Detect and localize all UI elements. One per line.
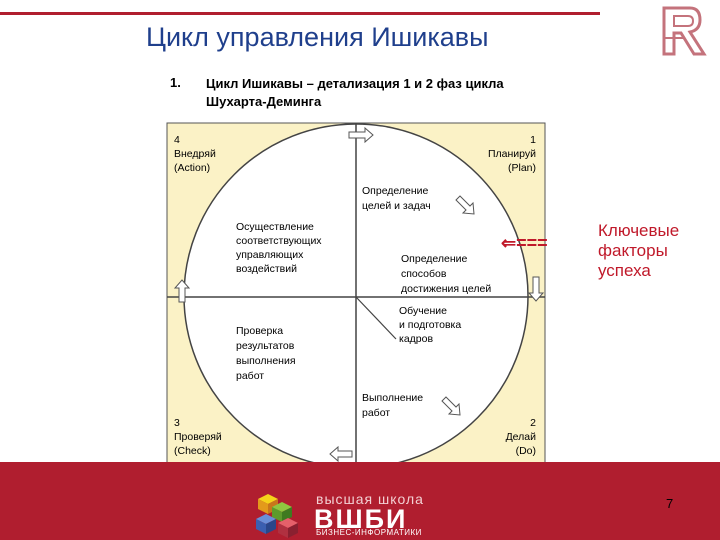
arrow-diagonal-upper-icon xyxy=(455,195,475,215)
university-logo-icon xyxy=(652,2,710,60)
arrow-up-icon xyxy=(173,279,191,303)
arrow-down-icon xyxy=(527,276,545,302)
key-factors-line3: успеха xyxy=(598,261,651,280)
item-number: 1. xyxy=(170,75,181,90)
slide-title: Цикл управления Ишикавы xyxy=(146,22,489,52)
svg-text:соответствующих: соответствующих xyxy=(236,235,322,247)
page-number: 7 xyxy=(666,496,674,511)
item-text-line1: Цикл Ишикавы – детализация 1 и 2 фаз цик… xyxy=(206,76,504,91)
step-training: Обучение и подготовка кадров xyxy=(399,305,461,345)
svg-text:управляющих: управляющих xyxy=(236,249,304,261)
q2-number: 2 xyxy=(530,417,536,429)
svg-text:достижения целей: достижения целей xyxy=(401,283,491,295)
step-execution: Выполнение работ xyxy=(362,392,423,419)
brand-top-text: высшая школа xyxy=(316,491,424,507)
svg-text:выполнения: выполнения xyxy=(236,355,296,367)
q3-number: 3 xyxy=(174,417,180,429)
svg-text:Определение: Определение xyxy=(401,253,468,265)
svg-text:воздействий: воздействий xyxy=(236,263,297,275)
diagonal-divider xyxy=(355,296,397,340)
svg-text:результатов: результатов xyxy=(236,340,295,352)
svg-text:Обучение: Обучение xyxy=(399,305,447,317)
ishikawa-diagram: 4 Внедряй (Action) 1 Планируй (Plan) 3 П… xyxy=(166,122,548,469)
svg-text:Определение: Определение xyxy=(362,185,429,197)
svg-text:и подготовка: и подготовка xyxy=(399,319,461,331)
svg-text:целей и задач: целей и задач xyxy=(362,200,431,212)
q3-name: Проверяй xyxy=(174,431,222,443)
key-factor-arrow: ⇐=== xyxy=(501,233,548,253)
svg-text:кадров: кадров xyxy=(399,333,433,345)
svg-text:Осуществление: Осуществление xyxy=(236,221,314,233)
q2-english: (Do) xyxy=(516,445,536,457)
q4-name: Внедряй xyxy=(174,148,216,160)
brand-bottom-text: БИЗНЕС-ИНФОРМАТИКИ xyxy=(316,528,422,537)
key-factors-line2: факторы xyxy=(598,241,668,260)
arrow-diagonal-lower-icon xyxy=(441,396,461,416)
q2-name: Делай xyxy=(506,431,537,443)
svg-text:Проверка: Проверка xyxy=(236,325,283,337)
brand-name: ВШБИ xyxy=(314,504,408,534)
footer-bar xyxy=(0,462,720,540)
q1-name: Планируй xyxy=(488,148,536,160)
step-goals: Определение целей и задач xyxy=(362,185,431,212)
step-implement: Осуществление соответствующих управляющи… xyxy=(236,221,322,275)
key-factors-line1: Ключевые xyxy=(598,221,680,240)
svg-text:работ: работ xyxy=(362,407,390,419)
q3-english: (Check) xyxy=(174,445,211,457)
cube-logo-icon xyxy=(256,494,298,538)
step-methods: Определение способов достижения целей xyxy=(401,253,491,295)
top-accent-line xyxy=(0,12,600,15)
key-factors-label: Ключевые факторы успеха xyxy=(598,221,679,281)
svg-text:Выполнение: Выполнение xyxy=(362,392,423,404)
item-text: Цикл Ишикавы – детализация 1 и 2 фаз цик… xyxy=(206,75,566,111)
arrow-right-icon xyxy=(348,126,374,144)
item-text-line2: Шухарта-Деминга xyxy=(206,94,322,109)
arrow-left-icon xyxy=(329,445,353,463)
q1-number: 1 xyxy=(530,134,536,146)
q4-number: 4 xyxy=(174,134,180,146)
q1-english: (Plan) xyxy=(508,162,536,174)
svg-text:способов: способов xyxy=(401,268,447,280)
step-check: Проверка результатов выполнения работ xyxy=(236,325,296,382)
svg-text:работ: работ xyxy=(236,370,264,382)
q4-english: (Action) xyxy=(174,162,210,174)
